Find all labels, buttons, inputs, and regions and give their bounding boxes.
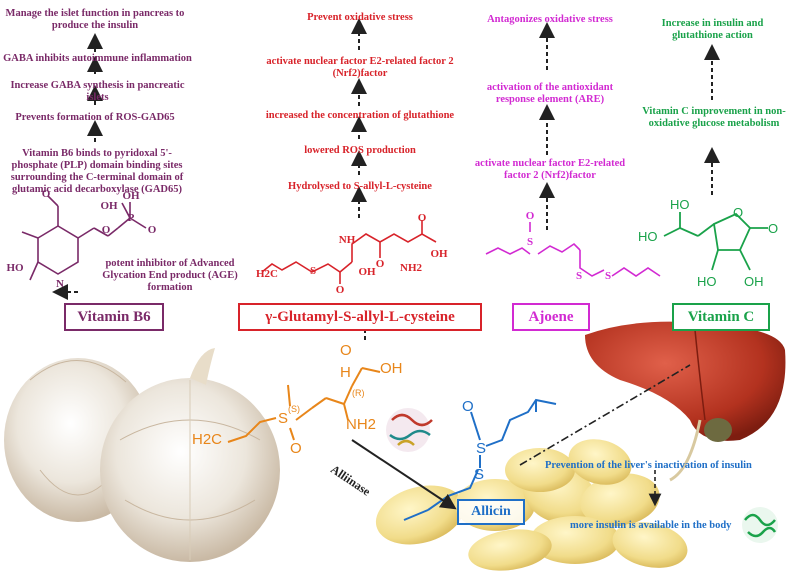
- gsac-step5: Hydrolysed to S-allyl-L-cysteine: [288, 181, 432, 192]
- b6-step1: Manage the islet function in pancreas to…: [5, 8, 185, 31]
- gsac-step1: Prevent oxidative stress: [307, 12, 413, 23]
- gsac-step3: increased the concentration of glutathio…: [265, 110, 455, 121]
- vitc-step1: Increase in insulin and glutathione acti…: [661, 18, 764, 41]
- gsac-nh2: NH2: [400, 262, 422, 274]
- b6-age: potent inhibitor of Advanced Glycation E…: [102, 258, 238, 293]
- garlic-cloves: [375, 439, 688, 571]
- vitc-o-ring: O: [733, 205, 744, 220]
- b6-step3: Increase GABA synthesis in pancreatic is…: [10, 80, 185, 103]
- gsac-label: γ-Glutamyl-S-allyl-L-cysteine: [238, 303, 482, 331]
- allicin-liver-link: [519, 364, 691, 466]
- b6-step5: Vitamin B6 binds to pyridoxal 5'-phospha…: [10, 148, 184, 195]
- garlic-bulbs: [4, 348, 280, 562]
- alliin-h: H: [340, 364, 351, 381]
- b6-o-double: O: [147, 224, 157, 236]
- b6-ho: HO: [6, 262, 24, 274]
- alliin-o-carbonyl: O: [340, 342, 352, 359]
- vitamin-b6-label: Vitamin B6: [64, 303, 164, 331]
- b6-oh-2: OH: [100, 200, 118, 212]
- gsac-o-3: O: [417, 212, 427, 224]
- vitc-ho-bottom: HO: [697, 274, 717, 289]
- b6-arrows: [52, 33, 103, 300]
- ajoene-o: O: [525, 210, 535, 222]
- alliin-h2c: H2C: [192, 431, 223, 448]
- b6-oh-1: OH: [122, 190, 140, 202]
- b6-step4: Prevents formation of ROS-GAD65: [15, 112, 175, 123]
- allicin-label: Allicin: [457, 499, 525, 525]
- vitc-ho-left: HO: [638, 229, 658, 244]
- allicin-liver-text2: more insulin is available in the body: [570, 520, 732, 531]
- ajoene-label: Ajoene: [512, 303, 590, 331]
- gsac-o: O: [375, 258, 385, 270]
- vitc-oh-bottom: OH: [744, 274, 764, 289]
- enzyme-structure: [386, 408, 433, 452]
- ajoene-step2: activation of the antioxidant response e…: [486, 82, 614, 105]
- alliin-r-config: (R): [352, 388, 365, 398]
- b6-p: P: [127, 212, 135, 224]
- vitamin-c-structure: [663, 212, 768, 271]
- ajoene-structure: [485, 222, 661, 277]
- alliin-s-config: (S): [288, 404, 300, 414]
- alliin-structure: [227, 367, 381, 443]
- ajoene-s-3: S: [604, 270, 612, 282]
- vitc-o-carbonyl: O: [768, 221, 779, 236]
- b6-step2: GABA inhibits autoimmune inflammation: [3, 53, 192, 64]
- ajoene-s-2: S: [575, 270, 583, 282]
- vitamin-b6-structure: [21, 195, 147, 281]
- gsac-nh: NH: [338, 234, 356, 246]
- gsac-h2c: H2C: [256, 268, 278, 280]
- allicin-s-2: S: [474, 466, 485, 483]
- alliinase-arrow: [351, 439, 457, 510]
- gsac-step4: lowered ROS production: [304, 145, 416, 156]
- gsac-structure: [261, 220, 437, 284]
- allicin-o: O: [462, 398, 474, 415]
- gsac-o-2: O: [335, 284, 345, 296]
- vitc-step2: Vitamin C improvement in non-oxidative g…: [642, 106, 786, 129]
- allicin-structure: [403, 398, 557, 521]
- b6-n: N: [56, 278, 64, 290]
- gsac-oh-1: OH: [358, 266, 376, 278]
- gsac-step2: activate nuclear factor E2-related facto…: [266, 56, 454, 79]
- alliin-o: O: [290, 440, 302, 457]
- ajoene-step1: Antagonizes oxidative stress: [487, 14, 613, 25]
- b6-o-ester: O: [101, 224, 111, 236]
- alliin-nh2: NH2: [346, 416, 377, 433]
- allicin-s-1: S: [476, 440, 487, 457]
- alliin-s: S: [278, 410, 289, 427]
- gsac-s: S: [309, 265, 317, 277]
- vitc-ho-top: HO: [670, 197, 690, 212]
- ajoene-s-1: S: [526, 236, 534, 248]
- insulin-structure: [742, 507, 778, 543]
- b6-o-aldehyde: O: [41, 188, 51, 200]
- ajoene-step3: activate nuclear factor E2-related facto…: [474, 158, 626, 181]
- gsac-oh-2: OH: [430, 248, 448, 260]
- gsac-arrows: [351, 18, 373, 340]
- alliin-oh: OH: [380, 360, 403, 377]
- liver: [585, 321, 786, 482]
- vitamin-c-label: Vitamin C: [672, 303, 770, 331]
- allicin-liver-text1: Prevention of the liver's inactivation o…: [545, 460, 752, 471]
